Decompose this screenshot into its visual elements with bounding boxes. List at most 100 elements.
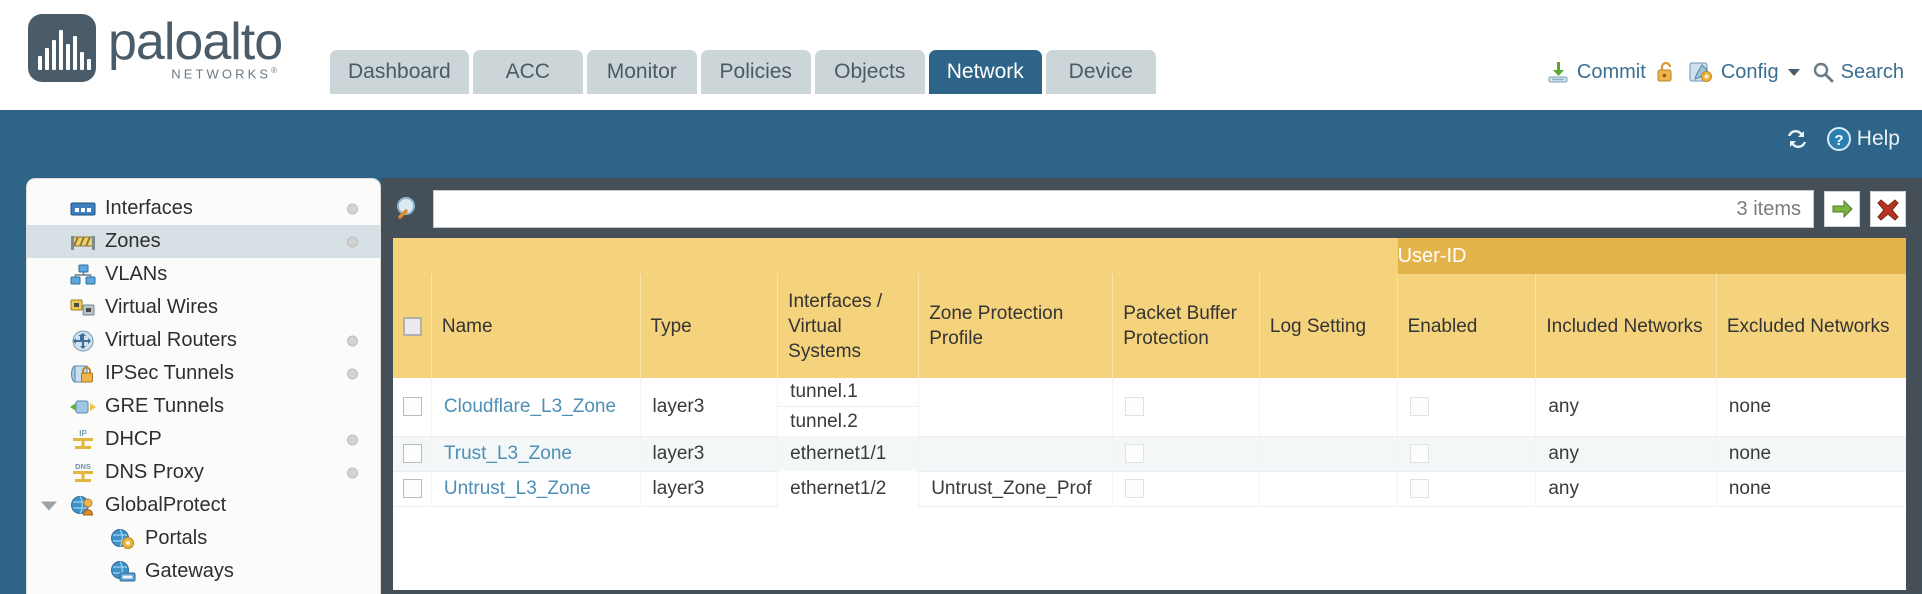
apply-arrow-icon (1830, 197, 1854, 221)
tab-monitor[interactable]: Monitor (586, 50, 697, 94)
sidebar-item-label: Gateways (145, 560, 234, 582)
table-row[interactable]: Trust_L3_Zone layer3 ethernet1/1 any (393, 436, 1906, 472)
search-icon (1812, 61, 1834, 83)
userid-enabled-checkbox[interactable] (1409, 478, 1429, 498)
unlock-button[interactable] (1656, 60, 1678, 84)
cell-interfaces: ethernet1/1 (777, 436, 919, 471)
column-header-name[interactable]: Name (430, 274, 641, 378)
row-select-cell (393, 471, 432, 507)
row-checkbox[interactable] (403, 397, 422, 417)
tab-objects[interactable]: Objects (814, 50, 925, 94)
tab-policies[interactable]: Policies (700, 50, 811, 94)
tab-dashboard[interactable]: Dashboard (330, 50, 469, 94)
column-header-zone-protection-profile[interactable]: Zone Protection Profile (918, 274, 1113, 378)
cell-excluded-networks: none (1715, 471, 1906, 507)
table-row[interactable]: Cloudflare_L3_Zone layer3 tunnel.1 tunne… (393, 378, 1906, 437)
sidebar-item-label: Virtual Wires (105, 296, 218, 318)
config-icon (1688, 60, 1714, 84)
brand-logo: paloalto NETWORKS® (28, 14, 283, 82)
column-header-log-setting[interactable]: Log Setting (1258, 274, 1398, 378)
config-label: Config (1720, 60, 1779, 83)
sidebar-item-gateways[interactable]: Gateways (27, 555, 380, 588)
userid-enabled-checkbox[interactable] (1409, 443, 1429, 463)
interfaces-icon (69, 200, 97, 218)
column-header-enabled[interactable]: Enabled (1396, 274, 1536, 378)
sidebar-item-label: Virtual Routers (105, 329, 237, 351)
cell-name: Untrust_L3_Zone (430, 471, 641, 507)
unlock-icon (1656, 60, 1678, 84)
zones-table: User-ID Name Type Interfaces / Virtual S… (393, 238, 1906, 507)
sidebar-item-dns-proxy[interactable]: DNS DNS Proxy (27, 456, 380, 489)
sidebar-item-globalprotect[interactable]: GlobalProtect (27, 489, 380, 522)
clear-x-icon (1876, 197, 1900, 221)
zone-name-link[interactable]: Untrust_L3_Zone (443, 477, 591, 499)
apply-filter-button[interactable] (1824, 191, 1860, 227)
select-all-checkbox[interactable] (403, 316, 422, 336)
search-input[interactable]: 3 items (433, 190, 1814, 228)
sidebar-item-interfaces[interactable]: Interfaces (27, 192, 380, 225)
tab-device[interactable]: Device (1045, 50, 1156, 94)
column-header-excluded-networks[interactable]: Excluded Networks (1715, 274, 1906, 378)
cell-type: layer3 (639, 471, 778, 507)
column-header-interfaces[interactable]: Interfaces / Virtual Systems (777, 274, 919, 378)
cell-zone-protection-profile: Untrust_Zone_Prof (918, 471, 1113, 507)
cell-userid-enabled (1396, 378, 1536, 437)
userid-enabled-checkbox[interactable] (1409, 397, 1429, 417)
cell-log-setting (1258, 378, 1398, 437)
column-header-included-networks[interactable]: Included Networks (1535, 274, 1717, 378)
status-dot (347, 368, 358, 379)
commit-button[interactable]: Commit (1546, 60, 1646, 84)
config-menu[interactable]: Config (1688, 60, 1802, 84)
table-group-header-row: User-ID (393, 238, 1906, 274)
table-row[interactable]: Untrust_L3_Zone layer3 ethernet1/2 Untru… (393, 471, 1906, 507)
sidebar-item-virtual-routers[interactable]: Virtual Routers (27, 324, 380, 357)
refresh-icon[interactable] (1784, 127, 1810, 151)
sidebar-item-label: DHCP (105, 428, 162, 450)
sidebar-item-vlans[interactable]: VLANs (27, 258, 380, 291)
strip-actions: ? Help (1784, 126, 1900, 152)
packet-buffer-protection-checkbox[interactable] (1125, 397, 1145, 417)
packet-buffer-protection-checkbox[interactable] (1125, 443, 1145, 463)
registered-mark: ® (271, 66, 281, 75)
cell-included-networks: any (1535, 471, 1717, 507)
zone-name-link[interactable]: Cloudflare_L3_Zone (443, 395, 617, 417)
items-count-label: 3 items (1736, 197, 1801, 220)
gre-tunnels-icon (69, 397, 97, 417)
packet-buffer-protection-checkbox[interactable] (1125, 478, 1145, 498)
cell-packet-buffer-protection (1112, 378, 1260, 437)
cell-interfaces: tunnel.1 tunnel.2 (777, 378, 919, 436)
column-header-packet-buffer-protection[interactable]: Packet Buffer Protection (1112, 274, 1260, 378)
sub-header-strip: ? Help (0, 110, 1922, 178)
status-dot (347, 467, 358, 478)
help-button[interactable]: ? Help (1826, 126, 1900, 152)
cell-name: Cloudflare_L3_Zone (430, 378, 641, 437)
sidebar-item-ipsec-tunnels[interactable]: IPSec Tunnels (27, 357, 380, 390)
sidebar-item-label: GRE Tunnels (105, 395, 224, 417)
row-checkbox[interactable] (403, 443, 422, 463)
cell-interfaces: ethernet1/2 (777, 471, 919, 506)
cell-name: Trust_L3_Zone (430, 436, 641, 472)
sidebar-item-dhcp[interactable]: IP DHCP (27, 423, 380, 456)
sidebar-item-zones[interactable]: Zones (27, 225, 380, 258)
column-header-type[interactable]: Type (639, 274, 778, 378)
sidebar-item-gre-tunnels[interactable]: GRE Tunnels (27, 390, 380, 423)
chevron-down-icon[interactable] (1786, 65, 1802, 79)
cell-excluded-networks: none (1715, 378, 1906, 437)
main-content-panel: 3 items (381, 178, 1922, 594)
virtual-routers-icon (69, 329, 97, 353)
sidebar-item-label: GlobalProtect (105, 494, 227, 516)
chevron-down-icon[interactable] (41, 501, 57, 510)
row-checkbox[interactable] (403, 478, 422, 498)
clear-filter-button[interactable] (1870, 191, 1906, 227)
cell-type: layer3 (639, 436, 778, 472)
search-button[interactable]: Search (1812, 61, 1904, 84)
tab-network[interactable]: Network (928, 50, 1042, 94)
tab-acc[interactable]: ACC (472, 50, 583, 94)
search-magnifier-icon[interactable] (393, 195, 423, 223)
sidebar-item-label: Portals (145, 527, 208, 549)
sidebar-item-portals[interactable]: Portals (27, 522, 380, 555)
zone-name-link[interactable]: Trust_L3_Zone (443, 442, 572, 464)
sidebar-item-virtual-wires[interactable]: Virtual Wires (27, 291, 380, 324)
svg-text:?: ? (1834, 132, 1843, 149)
globalprotect-icon (69, 495, 97, 517)
